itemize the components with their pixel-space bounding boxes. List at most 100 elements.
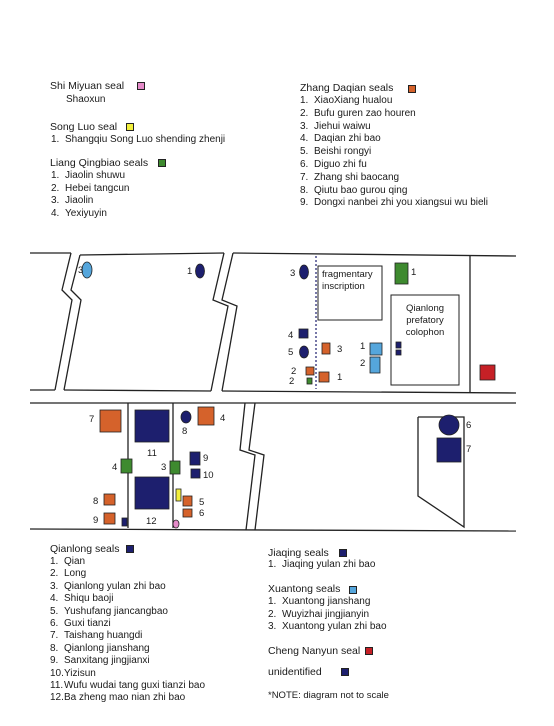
list-item: 2.Long (50, 568, 87, 580)
legend-zhang-daqian-list: 1.XiaoXiang hualou 2.Bufu guren zao hour… (300, 95, 488, 210)
qianlong-seal-mark (299, 345, 309, 359)
qianlong-seal-mark (121, 517, 128, 527)
list-item: 2.Hebei tangcun (51, 182, 130, 194)
legend-qianlong-title: Qianlong seals (50, 543, 120, 555)
legend-zhang-daqian-swatch (408, 85, 416, 93)
list-item: 1.Qian (50, 556, 86, 567)
list-item: 4.Yexiyuyin (51, 207, 107, 219)
xuantong-seal-mark (369, 356, 381, 374)
qianlong-seal-mark (180, 410, 192, 424)
legend-unidentified-swatch (341, 668, 349, 676)
legend-shi-miyuan-swatch (137, 82, 145, 90)
legend-jiaqing-swatch (339, 549, 347, 557)
zhang-daqian-seal-mark (99, 409, 122, 433)
seal-number-label: 3 (337, 344, 342, 355)
cheng-nanyun-seal-mark (479, 364, 496, 381)
fragmentary-inscription-box (317, 265, 383, 321)
liang-qingbiao-seal-mark (120, 458, 133, 474)
liang-qingbiao-seal-mark (169, 460, 181, 475)
seal-number-label: 9 (203, 453, 208, 464)
seal-number-label: 8 (182, 426, 187, 437)
seal-number-label: 1 (187, 266, 192, 277)
qianlong-seal-mark (436, 437, 462, 463)
legend-song-luo-list: 1.Shangqiu Song Luo shending zhenji (51, 134, 225, 147)
list-item: 1.Jiaqing yulan zhi bao (268, 559, 376, 570)
zhang-daqian-seal-mark (318, 371, 330, 383)
legend-xuantong-swatch (349, 586, 357, 594)
legend-song-luo-swatch (126, 123, 134, 131)
liang-qingbiao-seal-mark (306, 377, 313, 385)
list-item: 2.Bufu guren zao houren (300, 107, 416, 119)
legend-qianlong-swatch (126, 545, 134, 553)
legend-unidentified-title: unidentified (268, 666, 322, 678)
shi-miyuan-seal-mark (172, 519, 180, 529)
song-luo-seal-mark (175, 488, 182, 502)
list-item: 8.Qianlong jianshang (50, 642, 150, 654)
list-item: 2.Wuyizhai jingjianyin (268, 608, 370, 620)
list-item: 6.Guxi tianzi (50, 618, 111, 630)
seal-number-label: 1 (337, 372, 342, 383)
list-item: 5.Yushufang jiancangbao (50, 605, 168, 617)
seal-number-label: 10 (203, 470, 214, 481)
list-item: 12.Ba zheng mao nian zhi bao (50, 692, 186, 704)
list-item: 7.Taishang huangdi (50, 630, 143, 642)
seal-number-label: 9 (93, 515, 98, 526)
legend-liang-qingbiao-list: 1.Jiaolin shuwu 2.Hebei tangcun 3.Jiaoli… (51, 170, 130, 220)
legend-liang-qingbiao-title: Liang Qingbiao seals (50, 157, 149, 169)
legend-cheng-nanyun-swatch (365, 647, 373, 655)
zhang-daqian-seal-mark (321, 342, 331, 355)
seal-marks (81, 261, 496, 529)
legend-xuantong-list: 1.Xuantong jianshang 2.Wuyizhai jingjian… (268, 596, 387, 634)
xuantong-seal-mark (369, 342, 383, 356)
legend-qianlong-list: 1.Qian 2.Long 3.Qianlong yulan zhi bao 4… (50, 556, 205, 705)
seal-number-label: 4 (220, 413, 225, 424)
list-item: 3.Qianlong yulan zhi bao (50, 580, 166, 592)
seal-number-label: 4 (288, 330, 293, 341)
list-item: 3.Xuantong yulan zhi bao (268, 621, 387, 633)
qianlong-seal-mark (134, 476, 170, 510)
qianlong-seal-mark (190, 468, 201, 479)
list-item: 6.Diguo zhi fu (300, 158, 367, 170)
legend-liang-qingbiao-swatch (158, 159, 166, 167)
list-item: 9.Dongxi nanbei zhi you xiangsui wu biel… (300, 197, 488, 209)
zhang-daqian-seal-mark (197, 406, 215, 426)
liang-qingbiao-seal-mark (394, 262, 409, 285)
seal-number-label: 6 (199, 508, 204, 519)
seal-number-label: 4 (112, 462, 117, 473)
colophon-box (390, 294, 460, 386)
qianlong-seal-mark (134, 409, 170, 443)
qianlong-seal-mark (438, 414, 460, 436)
zhang-daqian-seal-mark (305, 366, 315, 376)
list-item: 4.Daqian zhi bao (300, 133, 381, 145)
list-item: 1.Shangqiu Song Luo shending zhenji (51, 134, 226, 145)
list-item: 11.Wufu wudai tang guxi tianzi bao (50, 680, 206, 692)
seal-number-label: 3 (78, 265, 83, 276)
seal-number-label: 8 (93, 496, 98, 507)
seal-number-label: 7 (89, 414, 94, 425)
list-item: 10.Yizisun (50, 667, 96, 679)
seal-number-label: 1 (360, 341, 365, 352)
qianlong-seal-mark (299, 264, 309, 280)
list-item: 3.Jiehui waiwu (300, 120, 371, 132)
legend-zhang-daqian-title: Zhang Daqian seals (300, 82, 394, 94)
zhang-daqian-seal-mark (182, 508, 193, 518)
legend-jiaqing-list: 1.Jiaqing yulan zhi bao (268, 559, 375, 572)
zhang-daqian-seal-mark (103, 512, 116, 525)
seal-number-label: 7 (466, 444, 471, 455)
seal-number-label: 3 (161, 462, 166, 473)
seal-number-label: 12 (146, 516, 157, 527)
qianlong-seal-mark (298, 328, 309, 339)
list-item: 4.Shiqu baoji (50, 593, 114, 605)
legend-song-luo-title: Song Luo seal (50, 121, 118, 133)
inscription-boxes (317, 265, 460, 386)
zhang-daqian-seal-mark (103, 493, 116, 506)
scale-note: *NOTE: diagram not to scale (268, 690, 389, 701)
seal-number-label: 11 (147, 448, 157, 459)
xuantong-seal-mark (81, 261, 93, 279)
seal-number-label: 2 (291, 366, 296, 377)
list-item: 3.Jiaolin (51, 195, 94, 207)
legend-shi-miyuan-title: Shi Miyuan seal (50, 80, 125, 92)
list-item: 7.Zhang shi baocang (300, 171, 400, 183)
